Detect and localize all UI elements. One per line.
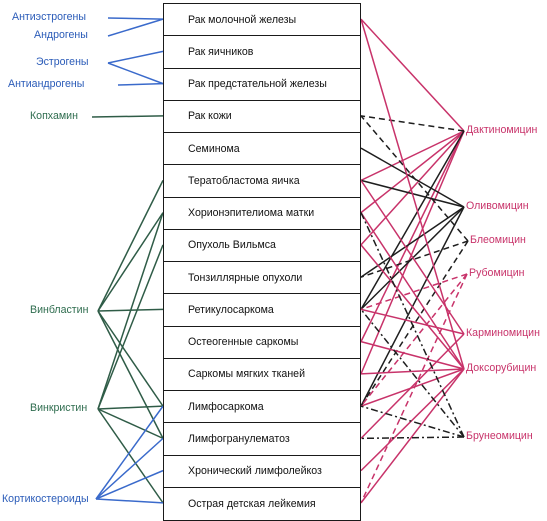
drug-daktinomitsin: Дактиномицин — [466, 124, 538, 136]
disease-cell: Острая детская лейкемия — [188, 497, 316, 510]
disease-cell: Лимфосаркома — [164, 391, 360, 424]
disease-cell: Хронический лимфолейкоз — [164, 456, 360, 488]
link-bleomitsin-8 — [360, 240, 469, 278]
link-vinkristin-7 — [97, 244, 164, 410]
link-corticosteroids-13 — [95, 437, 164, 500]
disease-cell: Опухоль Вильмса — [164, 230, 360, 262]
link-bleomitsin-3 — [360, 115, 469, 242]
drug-rubomitsin: Рубомицин — [469, 267, 525, 279]
drug-vinblastin: Винбластин — [30, 304, 89, 316]
drug-androgens: Андрогены — [34, 29, 88, 41]
link-bruneomitsin-9 — [360, 308, 465, 438]
link-daktinomitsin-9 — [360, 130, 465, 310]
disease-cell: Рак молочной железы — [164, 4, 360, 37]
drug-vinkristin: Винкристин — [30, 402, 88, 414]
drug-kopkhamin: Копхамин — [30, 110, 78, 122]
drug-antiestrogens: Антиэстрогены — [12, 11, 87, 23]
link-bruneomitsin-12 — [360, 405, 465, 438]
disease-cell: Ретикулосаркома — [164, 294, 360, 327]
link-corticosteroids-15 — [95, 498, 164, 504]
link-daktinomitsin-10 — [360, 130, 465, 342]
link-karminomitsin-13 — [360, 333, 465, 439]
link-olivomitsin-4 — [360, 147, 465, 208]
disease-cell: Рак яичников — [164, 36, 360, 69]
link-doksorubitsin-6 — [360, 212, 465, 370]
link-rubomitsin-9 — [360, 273, 468, 311]
link-estrogens-2 — [107, 62, 164, 85]
drug-doksorubitsin: Доксорубицин — [466, 362, 537, 374]
link-vinkristin-13 — [97, 408, 164, 440]
drug-bruneomitsin: Брунеомицин — [466, 430, 533, 442]
link-doksorubitsin-7 — [360, 244, 465, 370]
link-vinkristin-15 — [97, 408, 164, 504]
link-karminomitsin-9 — [360, 308, 465, 335]
link-vinblastin-12 — [97, 310, 164, 407]
disease-cell: Рак кожи — [164, 101, 360, 133]
link-antiandrogens-2 — [117, 82, 164, 86]
link-bruneomitsin-13 — [360, 436, 465, 440]
disease-cell: Семинома — [164, 133, 360, 166]
link-daktinomitsin-7 — [360, 130, 465, 246]
link-doksorubitsin-11 — [360, 368, 465, 375]
link-kopkhamin-3 — [91, 115, 164, 118]
link-vinblastin-13 — [97, 310, 164, 439]
link-daktinomitsin-5 — [360, 130, 465, 182]
link-daktinomitsin-6 — [360, 130, 465, 214]
link-bruneomitsin-6 — [360, 212, 465, 438]
disease-cell: Тонзиллярные опухоли — [164, 262, 360, 295]
link-estrogens-1 — [107, 50, 164, 64]
link-vinkristin-12 — [97, 405, 164, 410]
link-androgens-0 — [107, 18, 164, 37]
link-daktinomitsin-0 — [360, 18, 465, 132]
disease-cell: Лимфогранулематоз — [164, 423, 360, 456]
disease-cell: Рак предстательной железы — [164, 69, 360, 101]
link-vinblastin-6 — [97, 212, 164, 312]
link-doksorubitsin-0 — [360, 18, 465, 370]
link-daktinomitsin-11 — [360, 130, 465, 375]
link-doksorubitsin-12 — [360, 368, 465, 407]
link-doksorubitsin-10 — [360, 340, 465, 370]
link-doksorubitsin-14 — [360, 368, 465, 472]
drug-antiandrogens: Антиандрогены — [8, 78, 85, 90]
link-vinkristin-6 — [97, 212, 164, 410]
drug-bleomitsin: Блеомицин — [470, 234, 526, 246]
link-bleomitsin-12 — [360, 240, 469, 407]
link-corticosteroids-12 — [95, 405, 164, 500]
link-vinblastin-5 — [97, 180, 164, 312]
link-daktinomitsin-3 — [360, 115, 465, 132]
drug-estrogens: Эстрогены — [36, 56, 89, 68]
disease-cell: Тератобластома яичка — [164, 165, 360, 198]
link-antiestrogens-0 — [107, 17, 164, 20]
disease-cell: Саркомы мягких тканей — [164, 359, 360, 391]
drug-corticosteroids: Кортикостероиды — [2, 493, 89, 505]
disease-cell: Остеогенные саркомы — [164, 327, 360, 359]
drug-olivomitsin: Оливомицин — [466, 200, 529, 212]
disease-cell: Хорионэпителиома матки — [164, 198, 360, 230]
link-rubomitsin-12 — [360, 273, 468, 407]
link-doksorubitsin-15 — [360, 368, 465, 504]
drug-karminomitsin: Карминомицин — [466, 327, 540, 339]
link-corticosteroids-14 — [95, 469, 164, 500]
